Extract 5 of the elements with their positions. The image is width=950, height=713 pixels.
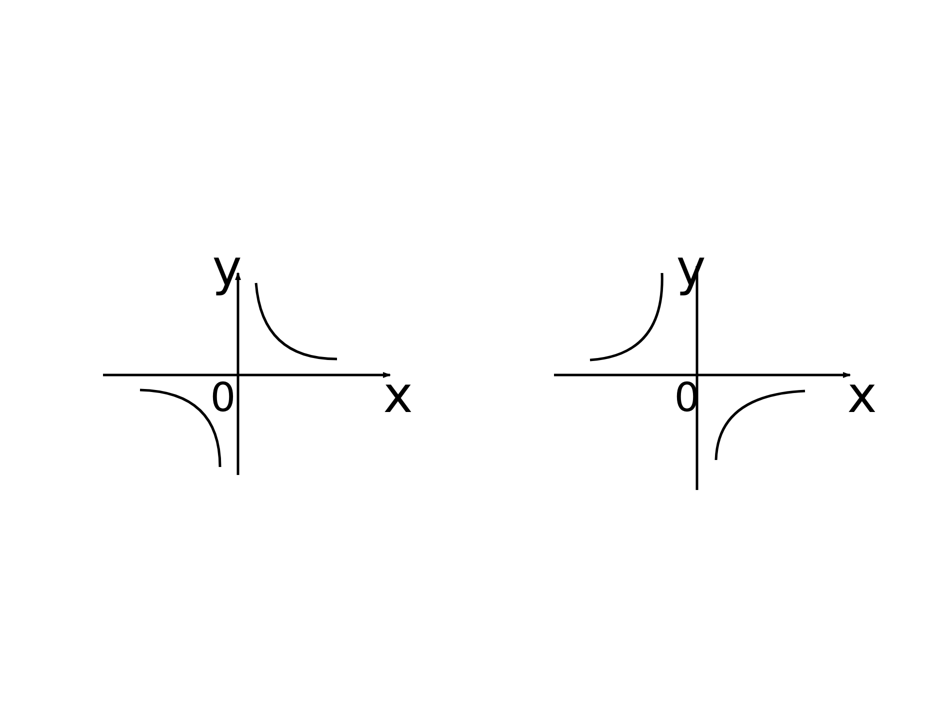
- origin-label: 0: [674, 378, 700, 418]
- origin-label: 0: [210, 378, 236, 418]
- axis-label: x: [847, 370, 877, 420]
- axis-label: x: [383, 370, 413, 420]
- axis-label: y: [212, 243, 242, 293]
